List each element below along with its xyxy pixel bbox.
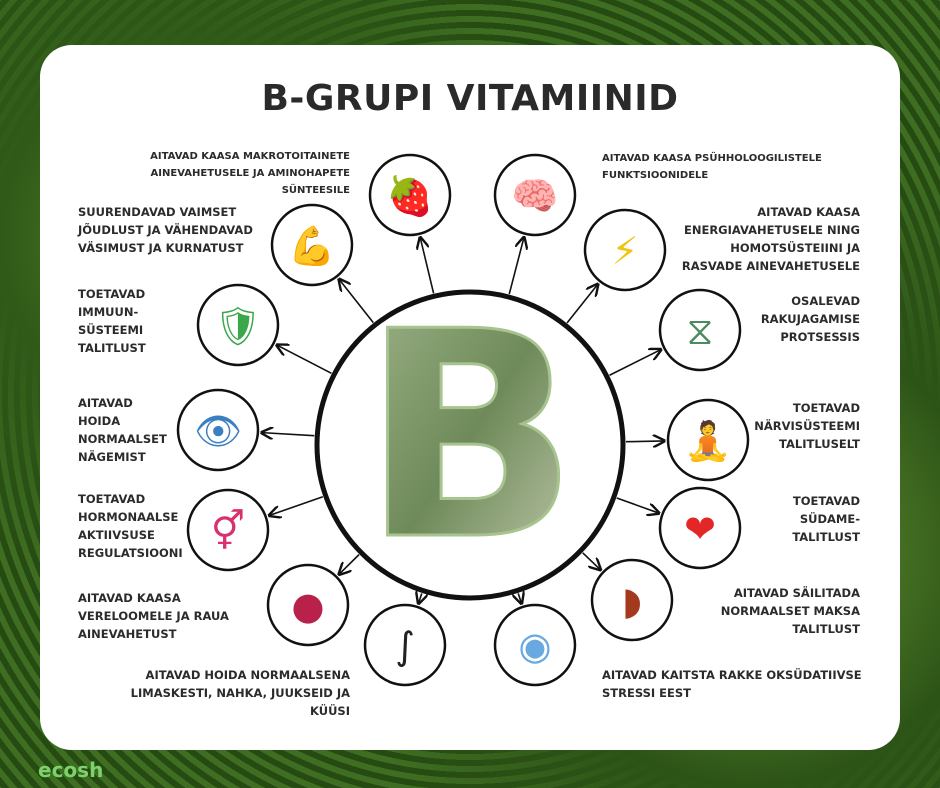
benefit-text-mental-energy: SUURENDAVAD VAIMSET JÕUDLUST JA VÄHENDAV… [78, 205, 253, 255]
arrow-macronutrient [420, 238, 435, 294]
arrow-energy-metabolism [566, 284, 598, 324]
hair-icon: ∫ [395, 624, 415, 668]
arrow-skin-hair [419, 593, 422, 603]
benefit-text-heart: TOETAVAD SÜDAME- TALITLUST [792, 494, 860, 544]
arrow-oxidative [518, 593, 521, 603]
benefit-circle-oxidative: ◉ [493, 603, 577, 687]
brain-icon: 🧠 [511, 174, 558, 218]
heart-icon: ❤ [684, 507, 716, 551]
arrow-mental-energy [339, 280, 374, 324]
energy-cycle-icon: ⚡ [612, 229, 639, 273]
benefit-text-psychological: AITAVAD KAASA PSÜHHOLOOGILISTELE FUNKTSI… [602, 153, 822, 181]
benefit-text-macronutrient: AITAVAD KAASA MAKROTOITAINETE AINEVAHETU… [150, 151, 350, 196]
arrow-hormonal [270, 495, 324, 516]
benefit-text-vision: AITAVAD HOIDA NORMAALSET NÄGEMIST [78, 396, 167, 464]
arrow-nervous [625, 441, 664, 442]
meditation-icon: 🧘 [684, 419, 731, 463]
benefit-circle-vision: 👁 [176, 388, 260, 472]
vitamin-b-letter: B [361, 271, 578, 603]
ecosh-logo: ecosh [38, 758, 104, 782]
arrow-vision [262, 433, 315, 436]
blood-cells-icon: ● [291, 584, 324, 628]
benefit-circle-heart: ❤ [658, 486, 742, 570]
benefit-circle-psychological: 🧠 [493, 153, 577, 237]
liver-icon: ◗ [622, 579, 642, 623]
benefit-text-hormonal: TOETAVAD HORMONAALSE AKTIIVSUSE REGULATS… [78, 492, 183, 560]
benefit-text-immune: TOETAVAD IMMUUN- SÜSTEEMI TALITLUST [78, 287, 146, 355]
benefit-circle-immune: 🛡 [196, 283, 280, 367]
shield-check-icon: 🛡 [214, 304, 262, 348]
benefit-text-nervous: TOETAVAD NÄRVISÜSTEEMI TALITLUSELT [754, 401, 860, 451]
benefit-circle-nervous: 🧘 [666, 398, 750, 482]
benefit-circle-liver: ◗ [590, 558, 674, 642]
arrow-blood [339, 554, 360, 574]
benefit-text-energy-metabolism: AITAVAD KAASA ENERGIAVAHETUSELE NING HOM… [681, 205, 860, 273]
benefit-circle-skin-hair: ∫ [363, 603, 447, 687]
center-circle [314, 289, 626, 601]
eye-icon: 👁 [194, 409, 242, 453]
benefit-text-oxidative: AITAVAD KAITSTA RAKKE OKSÜDATIIVSE STRES… [602, 668, 862, 700]
gender-symbols-icon: ⚥ [211, 509, 245, 553]
arrow-liver [582, 552, 600, 570]
arrow-cell-division [609, 350, 661, 376]
benefit-circle-cell-division: ⧖ [658, 288, 742, 372]
benefit-text-cell-division: OSALEVAD RAKUJAGAMISE PROTSESSIS [760, 294, 860, 344]
benefit-text-blood: AITAVAD KAASA VERELOOMELE JA RAUA AINEVA… [78, 591, 229, 641]
benefit-circle-hormonal: ⚥ [186, 488, 270, 572]
benefit-circle-blood: ● [266, 563, 350, 647]
page-title: B-GRUPI VITAMIINID [261, 78, 679, 119]
benefit-text-skin-hair: AITAVAD HOIDA NORMAALSENA LIMASKESTI, NA… [130, 668, 350, 718]
cell-division-icon: ⧖ [687, 309, 714, 353]
muscle-man-icon: 💪 [288, 224, 335, 268]
benefit-circle-macronutrient: 🍓 [368, 153, 452, 237]
cell-icon: ◉ [518, 624, 551, 668]
benefit-circle-energy-metabolism: ⚡ [583, 208, 667, 292]
benefit-circle-mental-energy: 💪 [270, 203, 354, 287]
arrow-psychological [508, 238, 524, 295]
arrow-immune [277, 345, 332, 375]
arrow-heart [616, 497, 659, 513]
benefit-text-liver: AITAVAD SÄILITADA NORMAALSET MAKSA TALIT… [720, 586, 860, 636]
strawberry-icon: 🍓 [386, 174, 433, 218]
